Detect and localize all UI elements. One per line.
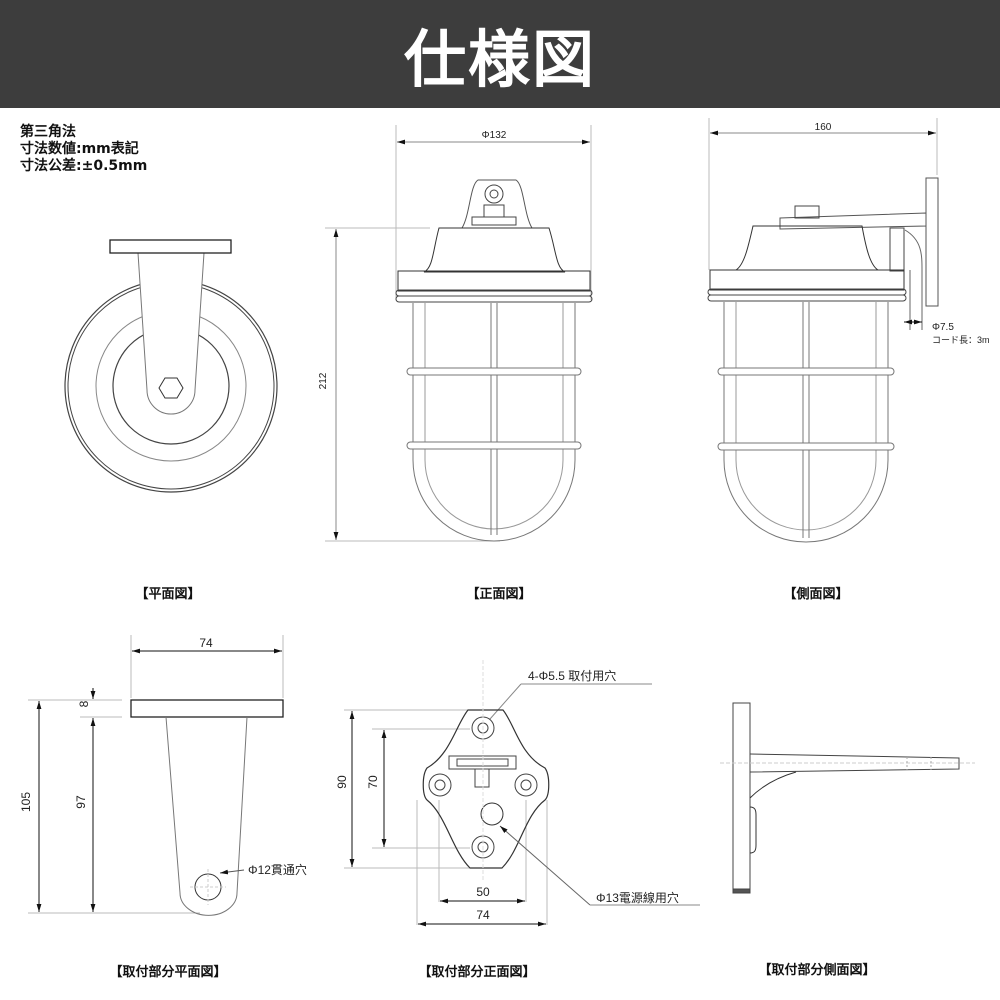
side-view-label: 【側面図】 bbox=[783, 587, 849, 602]
front-width-dim: Φ132 bbox=[482, 130, 507, 141]
front-height-dim: 212 bbox=[318, 372, 329, 389]
mount-front-drawing bbox=[344, 660, 700, 927]
mount-height-outer-dim: 90 bbox=[335, 775, 349, 789]
side-view-drawing bbox=[707, 118, 939, 543]
mount-front-label: 【取付部分正面図】 bbox=[418, 965, 536, 980]
note-units: 寸法数値:mm表記 bbox=[20, 141, 139, 157]
mount-width-inner-dim: 50 bbox=[476, 885, 490, 899]
side-depth-dim: 160 bbox=[815, 122, 832, 133]
plan-view-drawing bbox=[64, 239, 278, 493]
cord-length-note: コード長：3m bbox=[932, 335, 990, 345]
drawing-notes: 第三角法 寸法数値:mm表記 寸法公差:±0.5mm bbox=[20, 124, 147, 175]
plan-view-label: 【平面図】 bbox=[135, 587, 201, 602]
mount-width-outer-dim: 74 bbox=[476, 908, 490, 922]
plate-thickness-dim: 8 bbox=[77, 700, 91, 707]
note-tolerance: 寸法公差:±0.5mm bbox=[20, 158, 148, 174]
mount-height-inner-dim: 70 bbox=[366, 775, 380, 789]
cable-hole-note: Φ13電源線用穴 bbox=[596, 890, 679, 905]
front-view-drawing bbox=[325, 125, 593, 542]
page-title: 仕様図 bbox=[403, 23, 596, 96]
front-view-label: 【正面図】 bbox=[466, 587, 532, 602]
total-height-dim: 105 bbox=[19, 792, 33, 812]
header-bar: 仕様図 bbox=[0, 0, 1000, 108]
mount-side-drawing bbox=[720, 702, 975, 894]
arm-length-dim: 97 bbox=[74, 795, 88, 809]
mount-plan-label: 【取付部分平面図】 bbox=[109, 965, 227, 980]
cord-diameter-dim: Φ7.5 bbox=[932, 322, 954, 333]
mount-width-dim: 74 bbox=[199, 636, 213, 650]
mount-holes-note: 4-Φ5.5 取付用穴 bbox=[528, 668, 616, 683]
mount-side-label: 【取付部分側面図】 bbox=[758, 963, 876, 978]
mount-plan-drawing bbox=[28, 635, 284, 916]
note-projection: 第三角法 bbox=[20, 124, 76, 140]
through-hole-note: Φ12貫通穴 bbox=[248, 862, 307, 877]
